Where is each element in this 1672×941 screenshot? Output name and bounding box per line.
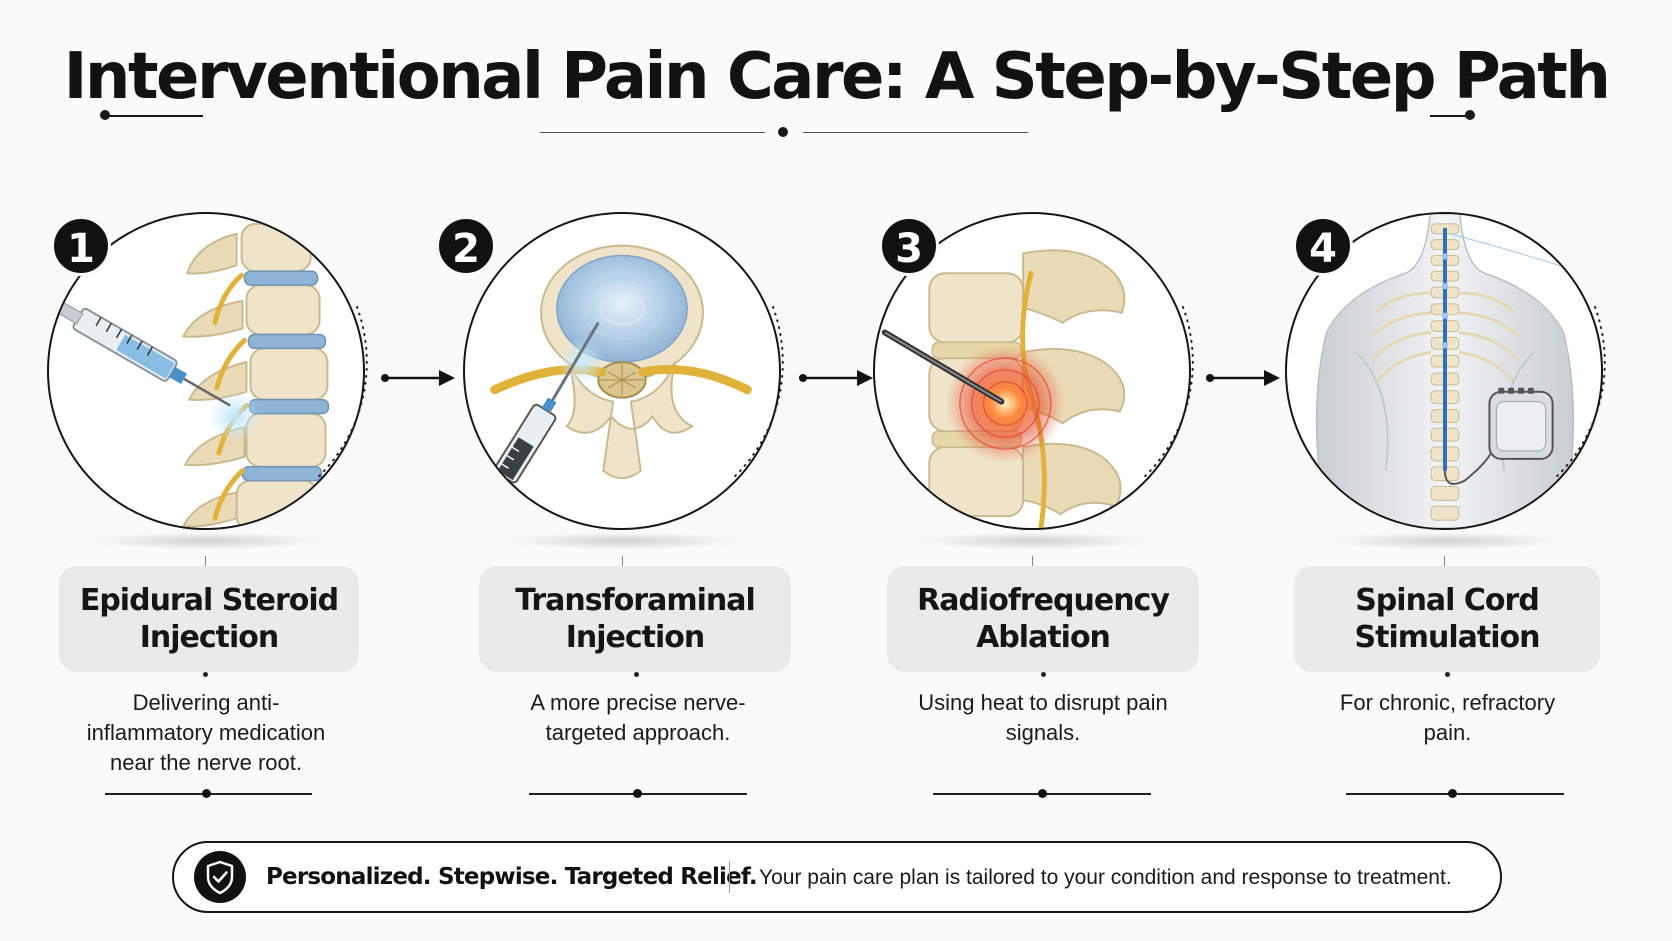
step-2-title-dot <box>634 672 639 677</box>
step-1-stem <box>205 556 206 566</box>
footer-tagline: Personalized. Stepwise. Targeted Relief. <box>266 864 758 890</box>
step-4-title-dot <box>1445 672 1450 677</box>
step-3-shadow <box>913 532 1153 550</box>
vertebra-needle-illustration <box>490 244 752 484</box>
shield-check-icon <box>194 851 246 903</box>
step-4: 4 Spinal Cord Stimulation For chronic, r… <box>1285 212 1625 812</box>
step-2: 2 Transforaminal Injection A more precis… <box>436 212 803 812</box>
step-4-stem <box>1444 556 1445 566</box>
title-under-rule-left <box>540 132 765 133</box>
step-3-description: Using heat to disrupt pain signals. <box>918 690 1168 745</box>
step-1-description: Delivering anti-inflammatory medication … <box>86 690 326 775</box>
title-left-dot <box>100 110 110 120</box>
step-4-underline-dot <box>1448 789 1457 798</box>
title-under-dot <box>778 127 788 137</box>
title-right-dot <box>1465 110 1475 120</box>
footer-note: Your pain care plan is tailored to your … <box>759 866 1452 889</box>
footer-banner: Personalized. Stepwise. Targeted Relief.… <box>172 841 1502 913</box>
title-right-rule <box>1430 115 1470 117</box>
step-1-number-badge: 1 <box>51 216 111 276</box>
step-2-title: Transforaminal Injection <box>479 566 791 672</box>
step-2-stem <box>622 556 623 566</box>
step-4-shadow <box>1325 532 1565 550</box>
page-title: Interventional Pain Care: A Step-by-Step… <box>63 40 1611 114</box>
step-4-number-badge: 4 <box>1293 216 1353 276</box>
vertebra-heat-probe-illustration <box>881 249 1126 528</box>
step-4-title: Spinal Cord Stimulation <box>1294 566 1600 672</box>
step-3-title-dot <box>1041 672 1046 677</box>
title-left-rule <box>108 115 203 117</box>
arrow-3-to-4 <box>1206 370 1280 386</box>
step-2-underline-dot <box>633 789 642 798</box>
step-1-title: Epidural Steroid Injection <box>59 566 359 672</box>
step-3-underline-dot <box>1038 789 1047 798</box>
step-1: 1 Epidural Steroid Injection Delivering … <box>47 212 387 812</box>
step-4-description: For chronic, refractory pain. <box>1339 690 1556 745</box>
step-3-title: Radiofrequency Ablation <box>887 566 1199 672</box>
step-3: 3 Radiofrequency Ablation Using heat to … <box>873 212 1213 812</box>
arrow-1-to-2 <box>381 370 455 386</box>
step-3-number-badge: 3 <box>879 216 939 276</box>
step-1-underline-dot <box>202 789 211 798</box>
arrow-2-to-3 <box>799 370 873 386</box>
step-2-illustration <box>463 212 781 530</box>
step-1-shadow <box>87 532 327 550</box>
step-2-description: A more precise nerve-targeted approach. <box>530 690 746 745</box>
footer-separator <box>729 861 730 893</box>
step-3-stem <box>1032 556 1033 566</box>
step-1-title-dot <box>203 672 208 677</box>
title-under-rule-right <box>803 132 1028 133</box>
step-2-number-badge: 2 <box>436 216 496 276</box>
back-stimulator-illustration <box>1315 214 1584 528</box>
step-2-shadow <box>503 532 743 550</box>
